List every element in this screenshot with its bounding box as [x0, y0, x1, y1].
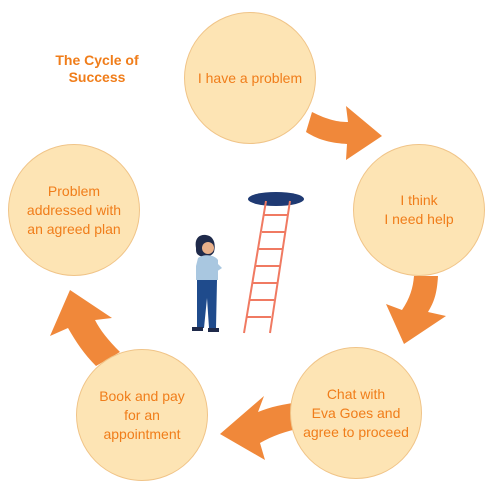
person-figure: [192, 234, 222, 332]
step-3-line-2: Eva Goes and: [311, 404, 401, 421]
step-4-line-3: appointment: [103, 425, 181, 442]
ladder-illustration: [243, 192, 304, 334]
step-5-line-2: addressed with: [26, 201, 122, 218]
hole-icon: [248, 192, 304, 206]
cycle-step-1: I have a problem: [184, 12, 316, 144]
step-5-line-3: an agreed plan: [27, 220, 121, 237]
cycle-step-3: Chat with Eva Goes and agree to proceed: [290, 347, 422, 479]
step-2-line-1: I think: [400, 192, 438, 208]
step-4-line-2: for an: [124, 406, 160, 423]
arrow-step4-to-step5: [50, 290, 120, 366]
step-3-line-3: agree to proceed: [303, 423, 409, 440]
step-1-text: I have a problem: [197, 69, 303, 86]
arrow-step3-to-step4: [220, 396, 302, 460]
step-2-line-2: I need help: [384, 211, 454, 227]
cycle-step-2: I think I need help: [353, 144, 485, 276]
arrow-step1-to-step2: [306, 106, 382, 160]
step-5-line-1: Problem: [47, 182, 101, 199]
title-line-2: Success: [68, 69, 126, 85]
cycle-step-5: Problem addressed with an agreed plan: [8, 144, 140, 276]
cycle-step-4: Book and pay for an appointment: [76, 349, 208, 481]
step-4-line-1: Book and pay: [99, 387, 185, 404]
title-line-1: The Cycle of: [55, 52, 139, 68]
arrow-step2-to-step3: [386, 276, 446, 344]
step-3-line-1: Chat with: [326, 385, 386, 402]
diagram-title: The Cycle of Success: [22, 52, 172, 86]
